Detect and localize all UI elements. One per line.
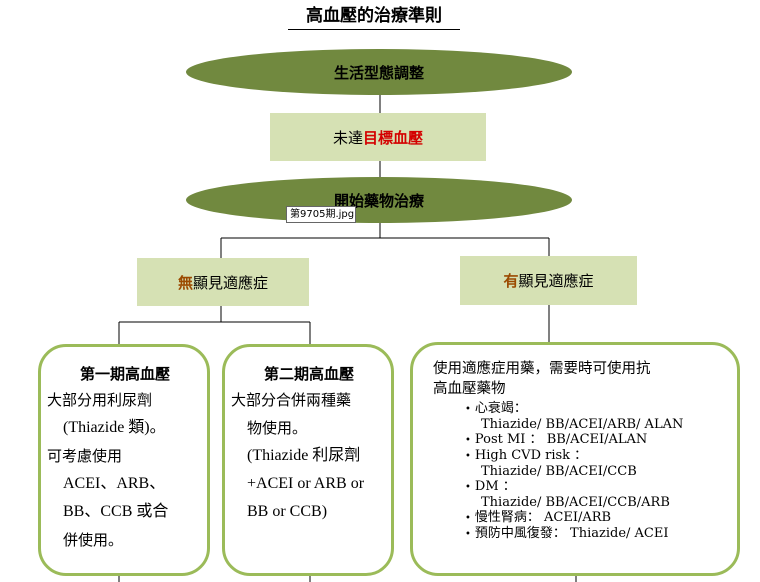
stage1-line: BB、CCB 或合 [63, 503, 169, 520]
no-indication-label: 顯見適應症 [193, 273, 269, 292]
indication-item: 慢性腎病： ACEI/ARB [465, 510, 729, 526]
indications-list: 心衰竭： Thiazide/ BB/ACEI/ARB/ ALAN Post MI… [433, 401, 729, 542]
indication-item: 心衰竭： [465, 401, 729, 417]
lifestyle-adjustment-label: 生活型態調整 [333, 63, 424, 82]
stage2-line: 物使用。 [247, 419, 308, 437]
stage1-line: ACEI、ARB、 [63, 475, 166, 492]
image-filename-tooltip: 第9705期.jpg [286, 206, 356, 223]
stage2-heading: 第二期高血壓 [263, 365, 354, 383]
indication-drugs: Thiazide/ BB/ACEI/CCB [481, 464, 637, 479]
stage2-line: 大部分合併兩種藥 [231, 391, 352, 409]
target-bp-highlight: 目標血壓 [363, 128, 424, 147]
has-indication-keyword: 有 [503, 272, 519, 290]
stage1-line: (Thiazide 類)。 [63, 419, 166, 436]
stage1-line: 併使用。 [63, 531, 124, 549]
indication-drugs: Thiazide/ BB/ACEI/CCB/ARB [481, 495, 670, 510]
stage2-line: +ACEI or ARB or [247, 475, 365, 492]
indications-intro-line: 高血壓藥物 [433, 381, 506, 397]
indications-intro: 使用適應症用藥，需要時可使用抗 高血壓藥物 [433, 359, 729, 399]
compelling-indications-card: 使用適應症用藥，需要時可使用抗 高血壓藥物 心衰竭： Thiazide/ BB/… [410, 342, 740, 576]
has-indication-node: 有顯見適應症 [460, 256, 637, 305]
stage1-line: 大部分用利尿劑 [47, 391, 153, 409]
lifestyle-adjustment-node: 生活型態調整 [186, 49, 572, 95]
indication-item: 預防中風復發： Thiazide/ ACEI [465, 526, 729, 542]
indication-item: High CVD risk ： [465, 448, 729, 464]
stage1-heading: 第一期高血壓 [79, 365, 170, 383]
stage1-line: 可考慮使用 [47, 447, 123, 465]
target-bp-not-reached-node: 未達目標血壓 [270, 113, 486, 161]
start-medication-label: 開始藥物治療 [333, 191, 424, 210]
stage2-line: BB or CCB) [247, 503, 328, 520]
page-title: 高血壓的治療準則 [288, 4, 460, 30]
no-indication-node: 無顯見適應症 [137, 258, 309, 306]
no-indication-keyword: 無 [177, 273, 193, 292]
start-medication-node: 開始藥物治療 [186, 177, 572, 223]
has-indication-label: 顯見適應症 [518, 272, 594, 290]
stage2-line: (Thiazide 利尿劑 [247, 447, 361, 464]
stage2-card: 第二期高血壓 大部分合併兩種藥 物使用。 (Thiazide 利尿劑 +ACEI… [222, 344, 394, 576]
indications-intro-line: 使用適應症用藥，需要時可使用抗 [433, 361, 651, 377]
stage1-card: 第一期高血壓 大部分用利尿劑 (Thiazide 類)。 可考慮使用 ACEI、… [38, 344, 210, 576]
step2-prefix: 未達 [332, 128, 363, 147]
indication-item: DM ： [465, 479, 729, 495]
indication-drugs: Thiazide/ BB/ACEI/ARB/ ALAN [481, 417, 684, 432]
indication-item: Post MI ： BB/ACEI/ALAN [465, 432, 729, 448]
